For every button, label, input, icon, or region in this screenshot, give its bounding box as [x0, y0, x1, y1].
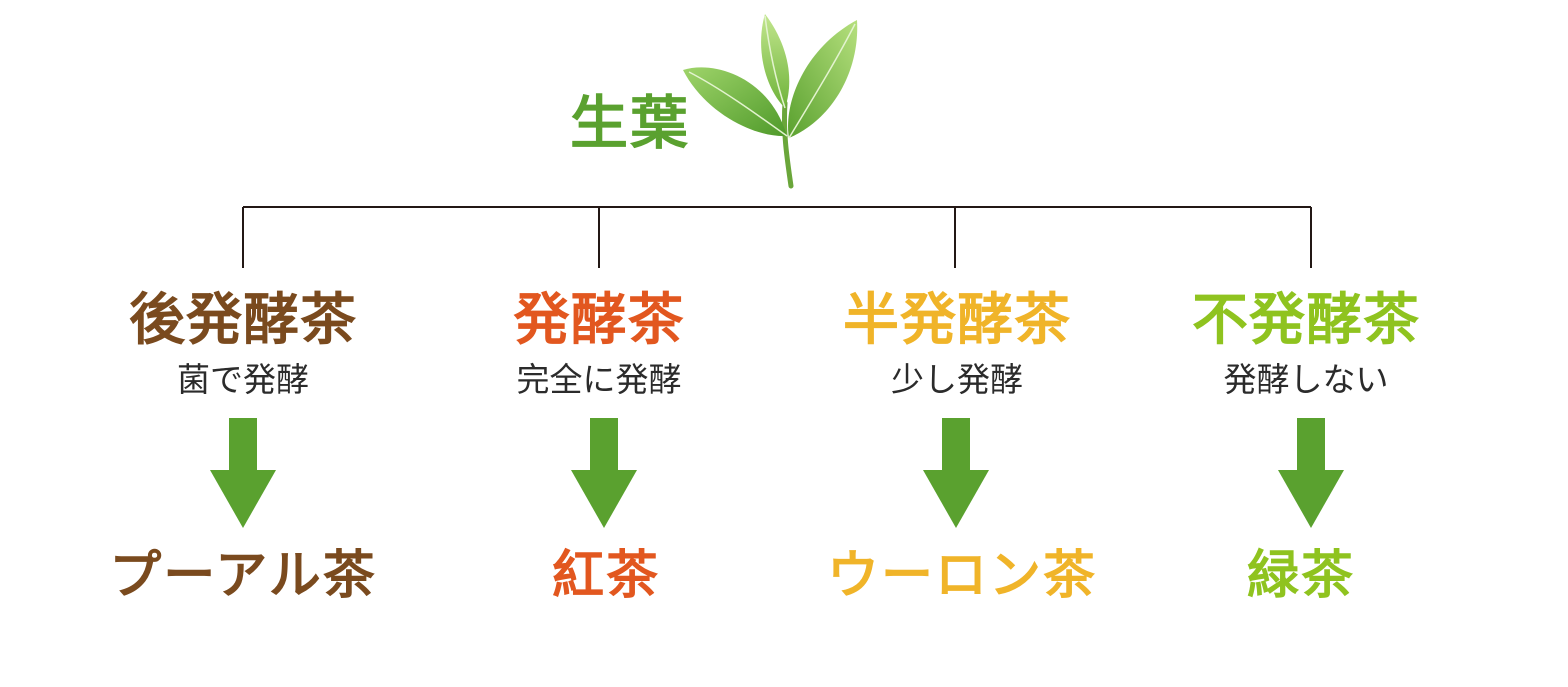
product-name: 紅茶 — [551, 546, 660, 606]
category-title: 不発酵茶 — [1192, 288, 1420, 353]
category-description: 完全に発酵 — [516, 360, 682, 399]
tea-leaf-icon — [683, 14, 858, 189]
down-arrow-icon — [210, 418, 276, 528]
product-name: プーアル茶 — [109, 546, 377, 606]
category-description: 少し発酵 — [891, 360, 1023, 399]
category-description: 発酵しない — [1223, 360, 1389, 399]
category-description: 菌で発酵 — [177, 360, 309, 399]
category-post-fermented: 後発酵茶 菌で発酵 — [78, 288, 408, 399]
category-title: 発酵茶 — [513, 288, 685, 353]
product-name: 緑茶 — [1246, 546, 1355, 606]
root-title: 生葉 — [570, 89, 691, 157]
down-arrow-icon — [923, 418, 989, 528]
category-fermented: 発酵茶 完全に発酵 — [434, 288, 764, 399]
down-arrow-icon — [1278, 418, 1344, 528]
category-semi-fermented: 半発酵茶 少し発酵 — [792, 288, 1122, 399]
category-non-fermented: 不発酵茶 発酵しない — [1141, 288, 1471, 399]
category-title: 半発酵茶 — [843, 288, 1071, 353]
down-arrow-icon — [571, 418, 637, 528]
product-name: ウーロン茶 — [826, 546, 1097, 606]
category-title: 後発酵茶 — [129, 288, 357, 353]
